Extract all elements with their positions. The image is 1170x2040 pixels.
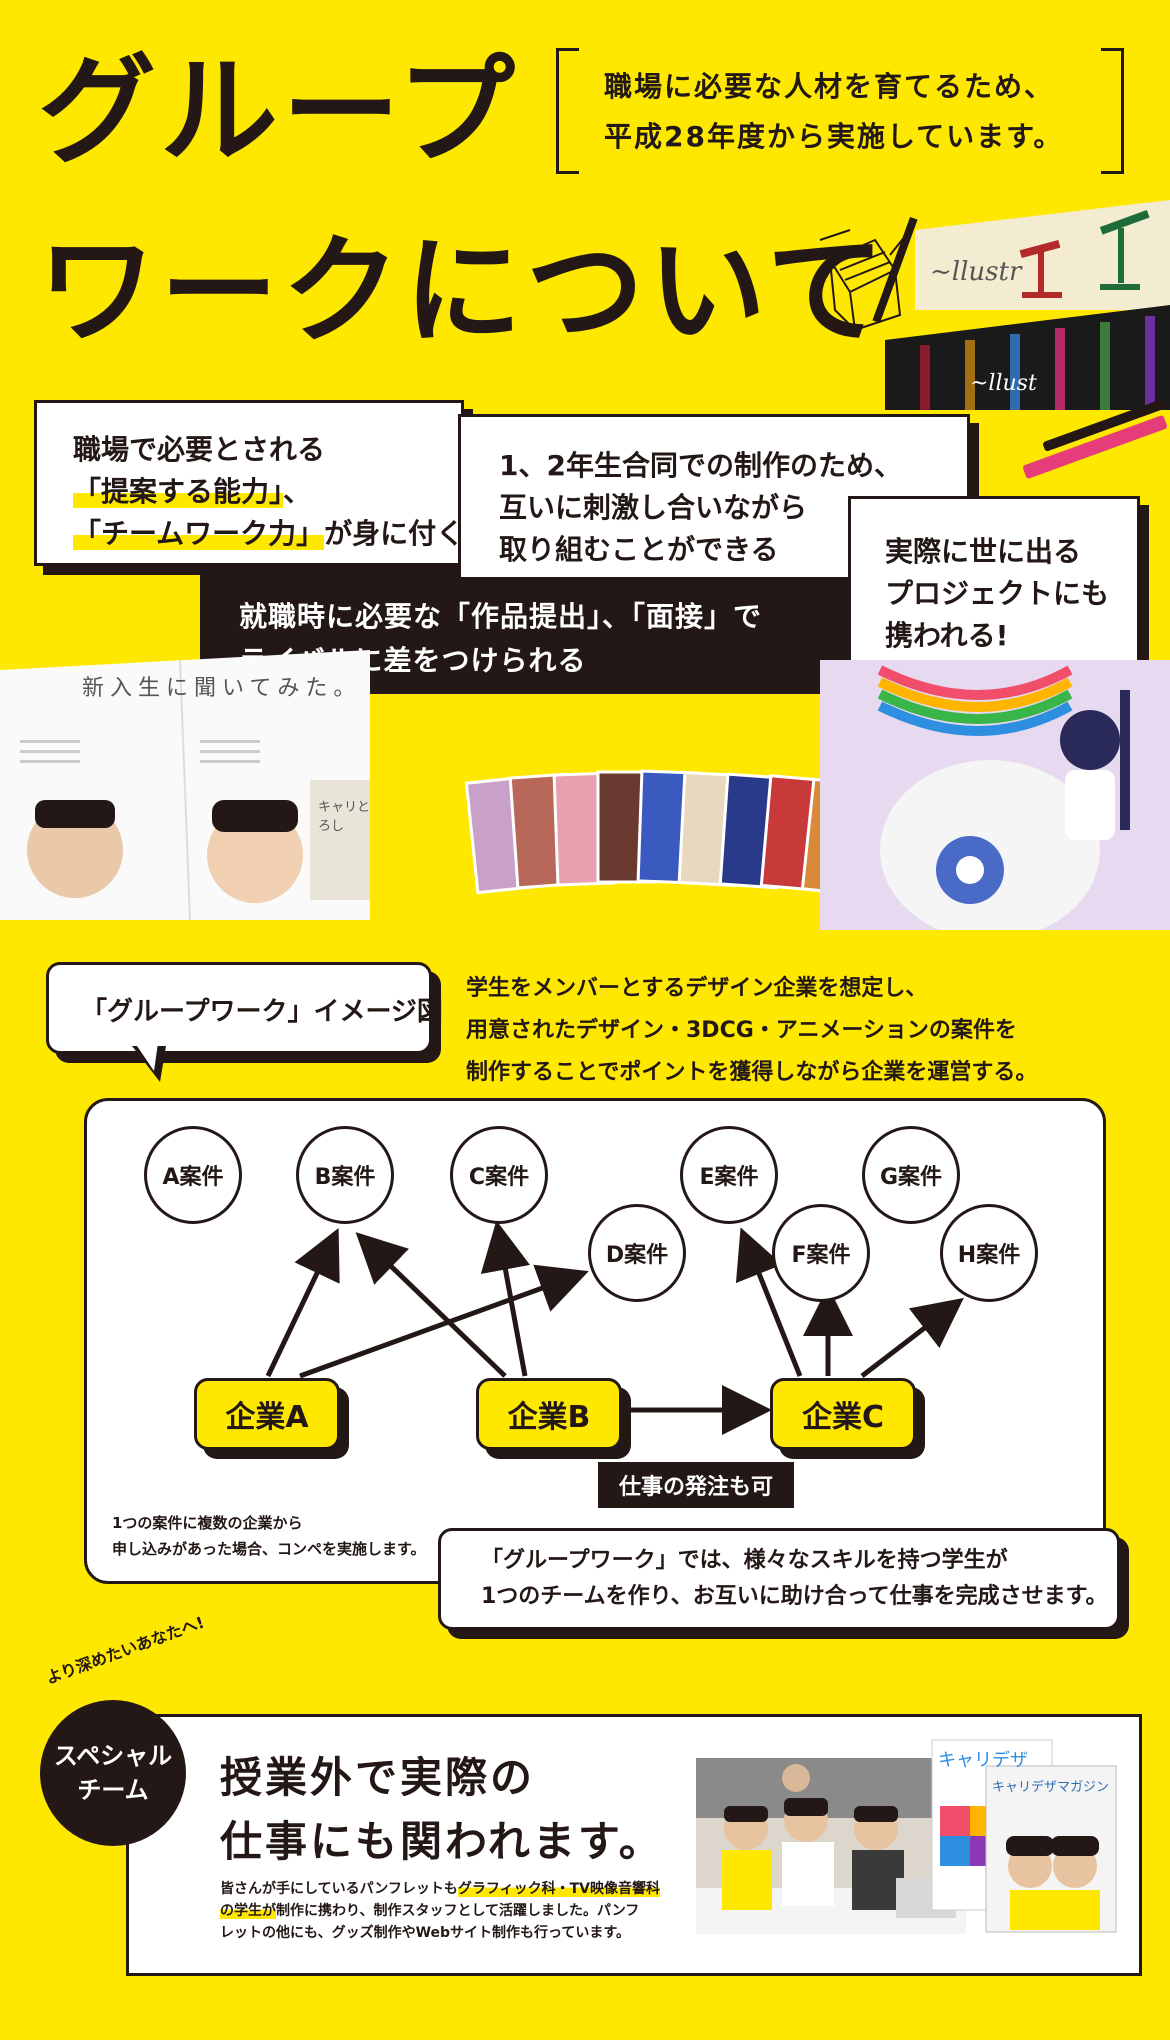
company-c-node: 企業C — [770, 1378, 916, 1450]
point-joint-line2: 互いに刺激し合いながら — [499, 491, 808, 524]
page-title-line1: グループ — [38, 42, 519, 180]
highlight-teamwork: 「チームワーク力」 — [73, 517, 325, 550]
students-photo — [696, 1758, 966, 1934]
special-badge-line1: スペシャル — [53, 1742, 173, 1770]
case-h-node: H案件 — [940, 1204, 1038, 1302]
page-title-line2: ワークについて — [38, 222, 889, 360]
competition-note-line2: 申し込みがあった場合、コンペを実施します。 — [112, 1540, 426, 1558]
special-heading: 授業外で実際の 仕事にも関われます。 — [220, 1746, 664, 1874]
special-body-pre: 皆さんが手にしているパンフレットも — [220, 1881, 458, 1897]
point-skills-line1: 職場で必要とされる — [73, 433, 326, 466]
magazine-cover-title2: キャリデザマガジン — [992, 1780, 1110, 1795]
character-cards-photo — [462, 760, 932, 900]
diagram-desc-line1: 学生をメンバーとするデザイン企業を想定し、 — [466, 976, 928, 1001]
competition-note-line1: 1つの案件に複数の企業から — [112, 1514, 303, 1532]
competition-note: 1つの案件に複数の企業から 申し込みがあった場合、コンペを実施します。 — [112, 1510, 426, 1562]
intro-line2: 平成28年度から実施しています。 — [604, 120, 1064, 153]
case-e-node: E案件 — [680, 1126, 778, 1224]
point-joint-line3: 取り組むことができる — [499, 533, 779, 566]
magazine-booklet-title: キャリとろし — [318, 800, 370, 834]
point-box-projects: 実際に世に出る プロジェクトにも 携われる! — [848, 496, 1140, 674]
special-body: 皆さんが手にしているパンフレットもグラフィック科・TV映像音響科 の学生が制作に… — [220, 1878, 660, 1944]
case-g-node: G案件 — [862, 1126, 960, 1224]
diagram-label: 「グループワーク」イメージ図 — [81, 997, 443, 1027]
order-note-badge: 仕事の発注も可 — [598, 1462, 794, 1508]
diagram-desc-line3: 制作することでポイントを獲得しながら企業を運営する。 — [466, 1060, 1038, 1085]
point-projects-line3: 携われる! — [885, 619, 1009, 652]
svg-text:~llustr: ~llustr — [930, 257, 1023, 287]
summary-box: 「グループワーク」では、様々なスキルを持つ学生が 1つのチームを作り、お互いに助… — [438, 1528, 1120, 1630]
point-rival-line1: 就職時に必要な「作品提出」、「面接」で — [239, 600, 763, 633]
anime-illustration — [820, 660, 1170, 930]
point-projects-line2: プロジェクトにも — [885, 577, 1110, 610]
diagram-desc-line2: 用意されたデザイン・3DCG・アニメーションの案件を — [466, 1018, 1017, 1043]
comma: 、 — [283, 475, 312, 508]
case-a-node: A案件 — [144, 1126, 242, 1224]
summary-line1: 「グループワーク」では、様々なスキルを持つ学生が — [481, 1548, 1008, 1573]
company-a-node: 企業A — [194, 1378, 340, 1450]
special-body-highlight2: の学生が — [220, 1903, 276, 1919]
special-team-badge: スペシャル チーム — [40, 1700, 186, 1846]
special-badge-line2: チーム — [77, 1776, 149, 1804]
magazine-photo: 新入生に聞いてみた。 キャリとろし — [0, 650, 370, 920]
intro-bracket: 職場に必要な人材を育てるため、 平成28年度から実施しています。 — [556, 48, 1124, 174]
point-projects-line1: 実際に世に出る — [885, 535, 1082, 568]
speech-tail — [132, 1046, 166, 1082]
diagram-description: 学生をメンバーとするデザイン企業を想定し、 用意されたデザイン・3DCG・アニメ… — [466, 968, 1037, 1094]
point-joint-line1: 1、2年生合同での制作のため、 — [499, 449, 902, 482]
special-body-highlight1: グラフィック科・TV映像音響科 — [457, 1881, 660, 1897]
diagram-label-box: 「グループワーク」イメージ図 — [46, 962, 443, 1054]
svg-text:~llust: ~llust — [970, 371, 1037, 396]
point-skills-tail: が身に付く — [324, 517, 465, 550]
summary-line2: 1つのチームを作り、お互いに助け合って仕事を完成させます。 — [481, 1584, 1108, 1609]
intro-line1: 職場に必要な人材を育てるため、 — [604, 70, 1055, 103]
special-body-line2: 制作に携わり、制作スタッフとして活躍しました。パンフ — [276, 1903, 640, 1919]
special-heading-line2: 仕事にも関われます。 — [220, 1817, 664, 1866]
case-b-node: B案件 — [296, 1126, 394, 1224]
case-f-node: F案件 — [772, 1204, 870, 1302]
company-b-node: 企業B — [476, 1378, 622, 1450]
case-c-node: C案件 — [450, 1126, 548, 1224]
case-d-node: D案件 — [588, 1204, 686, 1302]
lamp-pen-photo: ~llustr ~llust — [800, 200, 1170, 410]
highlight-proposal: 「提案する能力」 — [73, 475, 284, 508]
career-magazine-covers: キャリデザ キャリデザマガジン — [930, 1736, 1120, 1934]
special-heading-line1: 授業外で実際の — [220, 1753, 536, 1802]
magazine-heading: 新入生に聞いてみた。 — [82, 676, 362, 701]
special-body-line3: レットの他にも、グッズ制作やWebサイト制作も行っています。 — [220, 1925, 630, 1941]
magazine-cover-title1: キャリデザ — [938, 1750, 1028, 1771]
